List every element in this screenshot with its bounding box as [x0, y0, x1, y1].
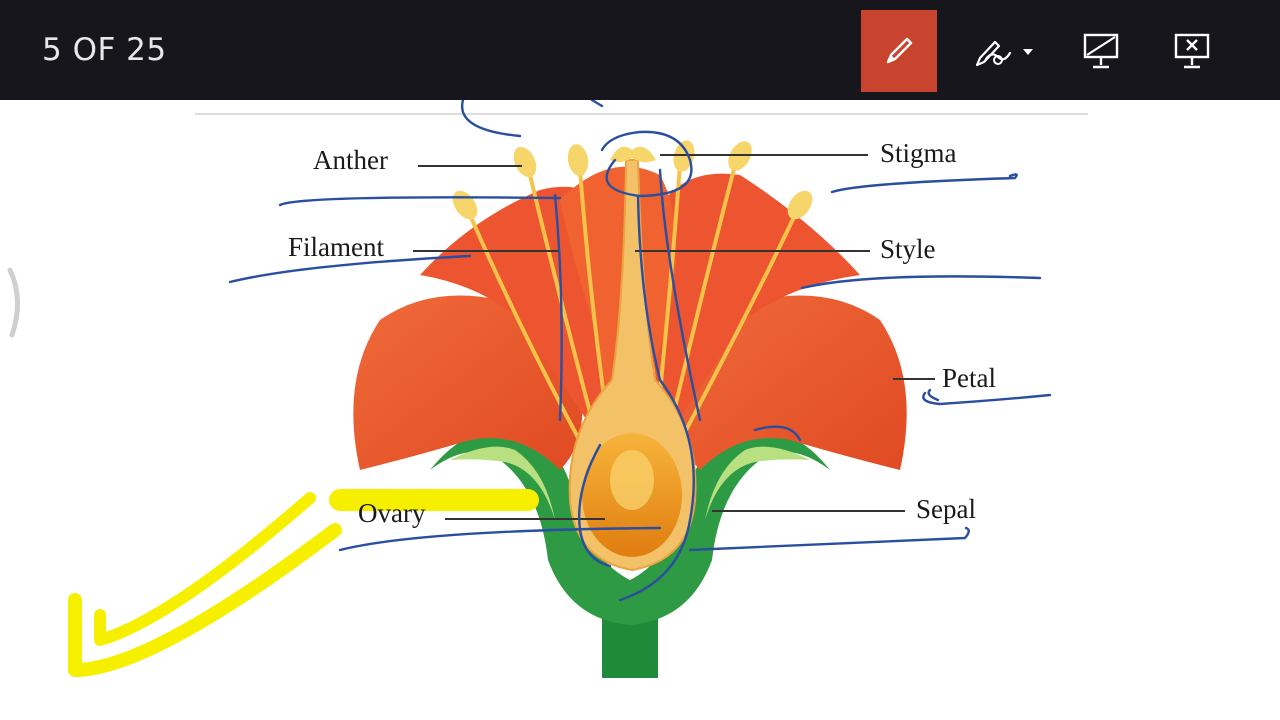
slide-canvas[interactable]: Anther Filament Stigma Style Petal Ovary… — [0, 100, 1280, 720]
flower-diagram — [7, 100, 1088, 678]
sepal-cup — [430, 428, 830, 625]
stigma-tip — [610, 146, 656, 163]
highlighter-annotations — [68, 489, 539, 677]
label-style: Style — [880, 234, 936, 264]
pen-annotations — [228, 100, 1052, 602]
petal-left-outer — [353, 295, 583, 470]
end-slideshow-button[interactable] — [1154, 10, 1230, 92]
label-anther: Anther — [313, 145, 388, 175]
label-ovary: Ovary — [358, 498, 426, 528]
label-filament: Filament — [288, 232, 384, 262]
petal-right-inner — [649, 173, 860, 440]
pen-mark-edge — [7, 267, 21, 338]
end-slideshow-icon — [1174, 33, 1210, 69]
label-stigma: Stigma — [880, 138, 957, 168]
ink-options-button[interactable] — [968, 10, 1044, 92]
slideshow-toolbar: 5 OF 25 — [0, 0, 1280, 100]
leader-lines — [413, 154, 935, 520]
presenter-view-button[interactable] — [1063, 10, 1139, 92]
presenter-view-icon — [1083, 33, 1119, 69]
label-petal: Petal — [942, 363, 996, 393]
pen-icon — [886, 37, 913, 64]
slide-counter: 5 OF 25 — [42, 32, 167, 68]
pen-tool-button[interactable] — [861, 10, 937, 92]
label-sepal: Sepal — [916, 494, 976, 524]
ink-options-icon — [975, 40, 1033, 67]
